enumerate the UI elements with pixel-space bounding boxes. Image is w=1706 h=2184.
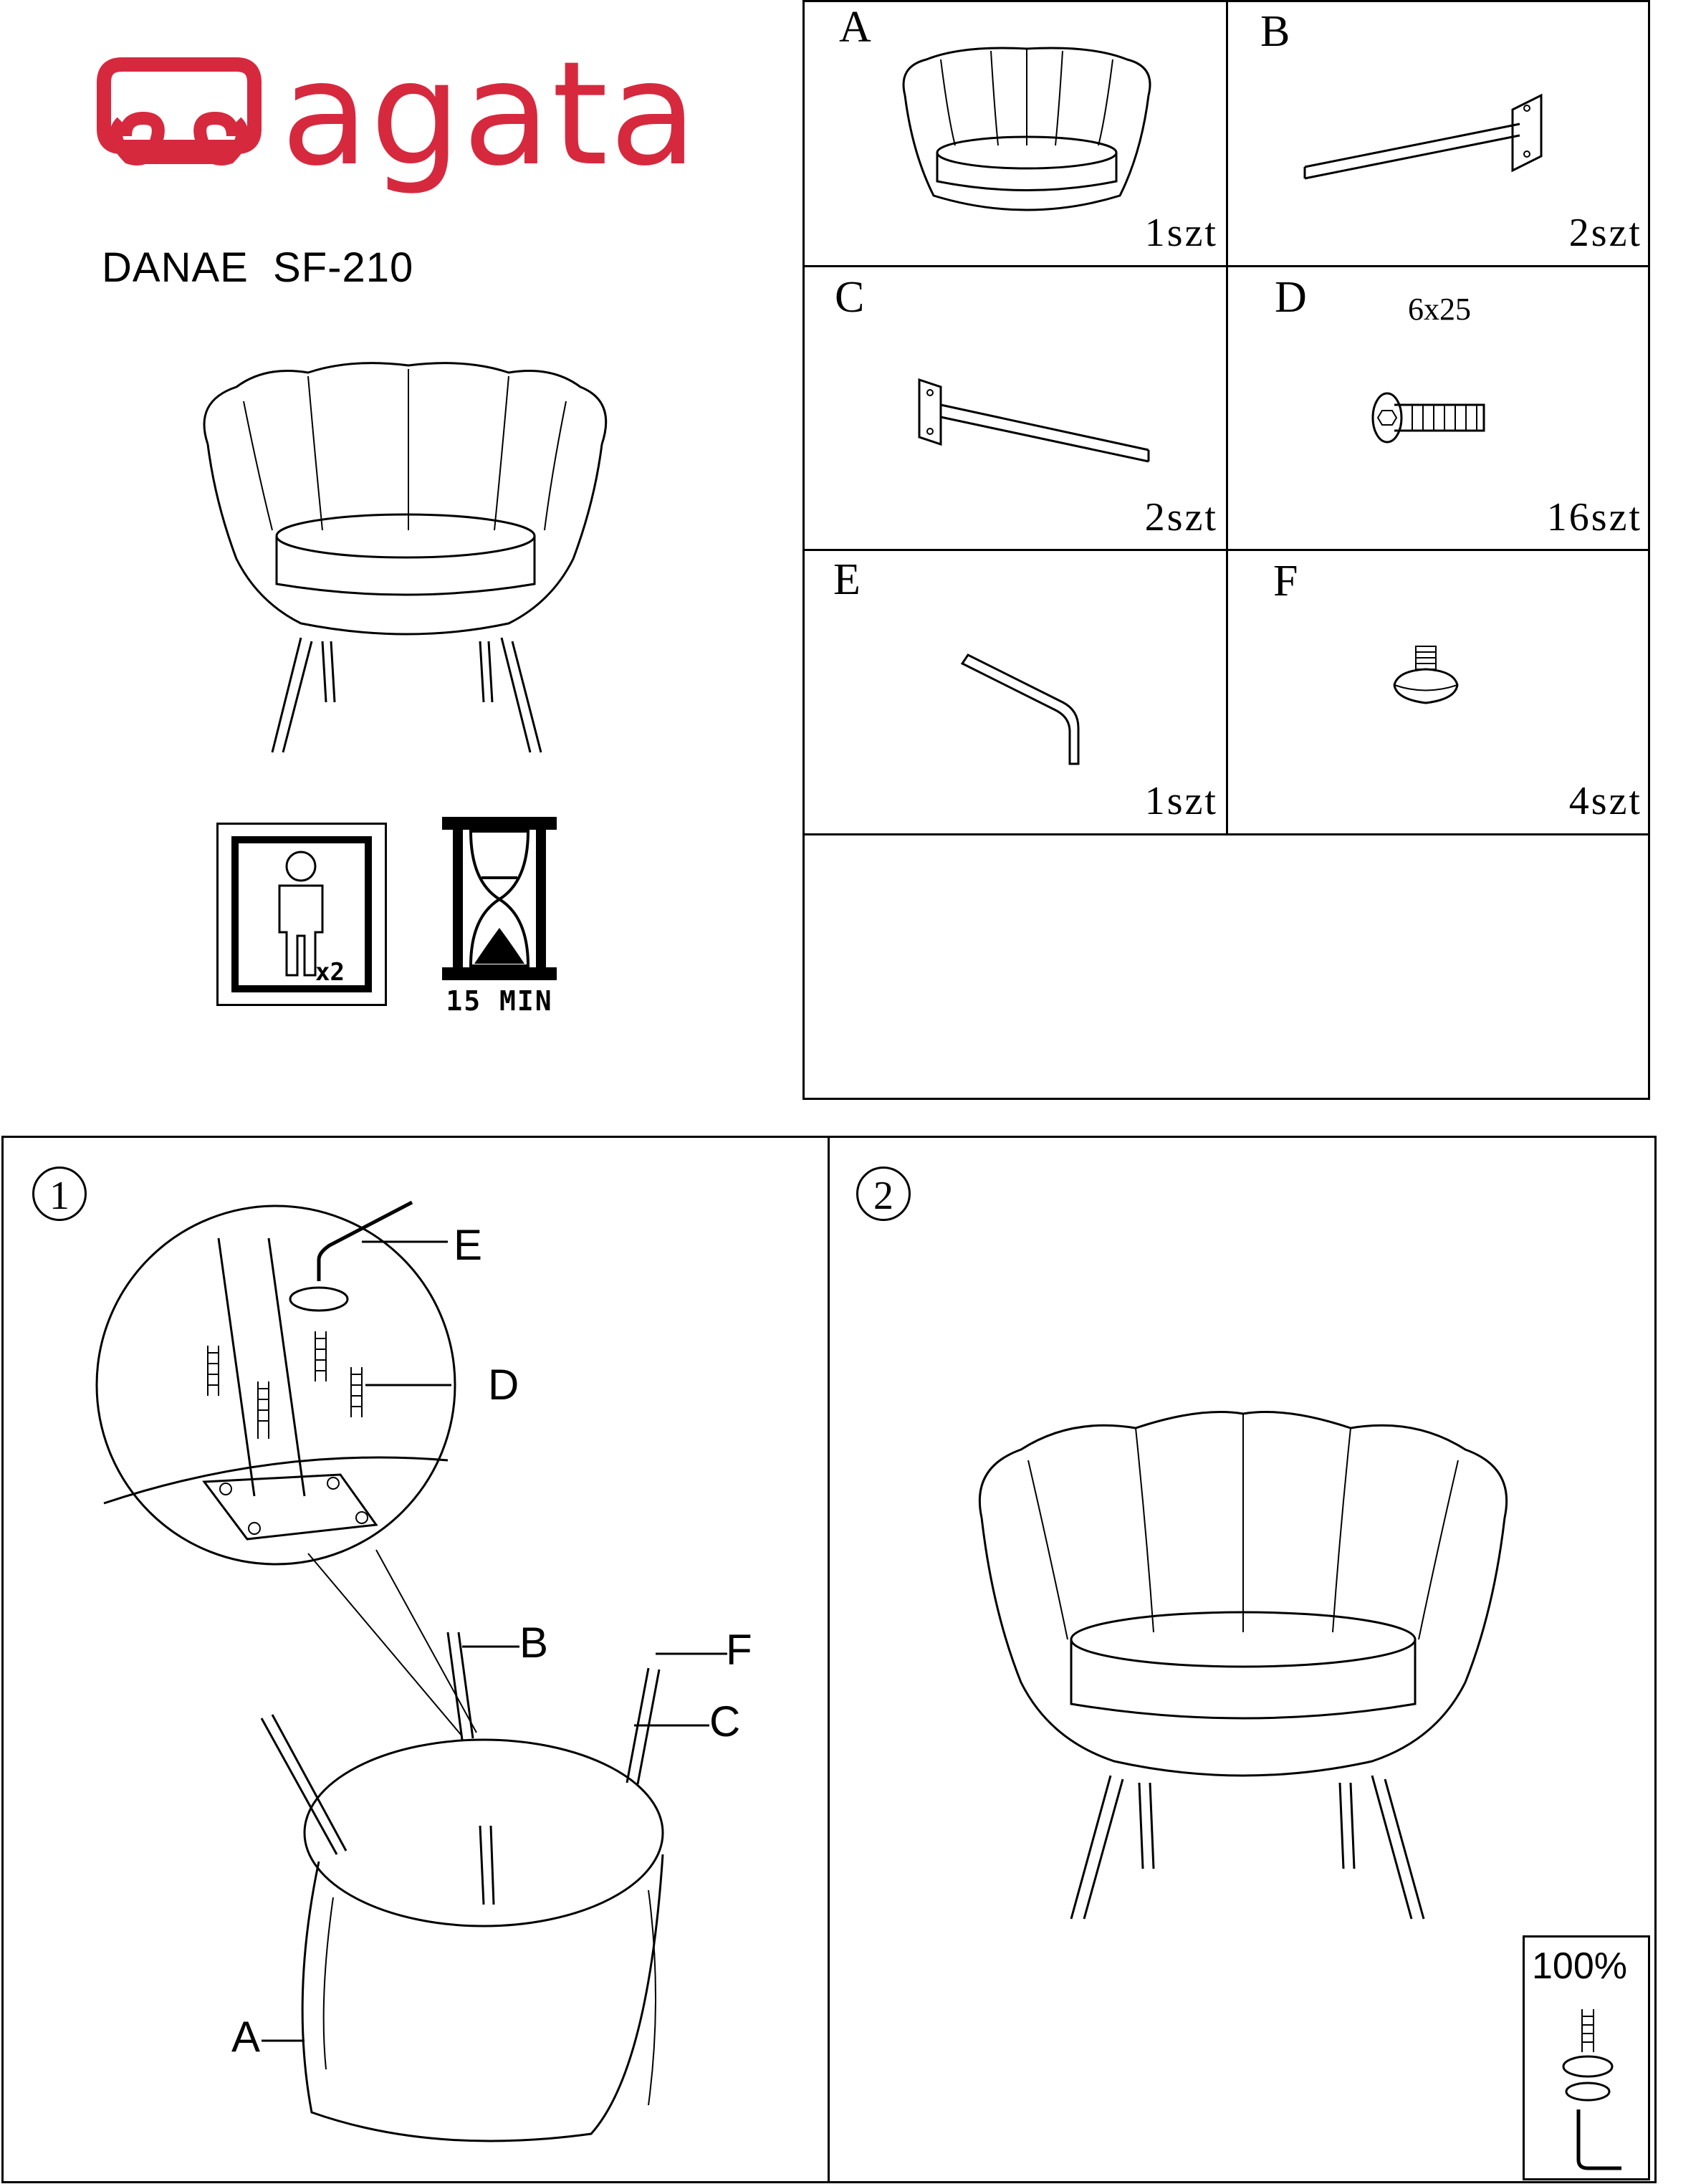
part-qty: 4szt [1568,779,1642,823]
screw-size: 6x25 [1408,292,1471,327]
step-1-diagram [95,1200,727,2142]
part-cell-a: A 1szt [805,2,1224,263]
part-cell-c: C 2szt [805,265,1224,547]
part-qty: 16szt [1546,495,1642,540]
part-letter: D [1275,273,1307,322]
part-qty: 1szt [1144,211,1218,255]
callout-e: E [454,1221,483,1269]
brand-name: agata [281,31,699,198]
assembled-chair [978,1411,1508,1920]
time-label: 15 MIN [446,985,553,1017]
chair-body-icon [902,47,1151,211]
brand-logo: agata [93,29,697,244]
rotate-arrow-icon [1562,2055,1614,2102]
screw-icon [1371,392,1485,444]
callout-f: F [726,1626,752,1674]
part-letter: C [835,273,865,322]
part-cell-e: E 1szt [805,549,1224,831]
callout-a: A [231,2013,261,2061]
tighten-box: 100% [1523,1935,1650,2180]
leg-c-icon [918,378,1150,463]
part-qty: 1szt [1144,779,1218,823]
hourglass-icon: 15 MIN [439,813,560,1017]
step-number: 1 [32,1167,87,1221]
part-letter: A [839,3,871,52]
sofa-logo-icon [97,57,262,166]
callout-c: C [709,1697,741,1745]
part-qty: 2szt [1144,495,1218,540]
product-model: DANAE SF-210 [102,244,414,291]
allen-key-icon [1576,2109,1621,2170]
part-cell-d: D 6x25 16szt [1226,265,1648,547]
part-qty: 2szt [1568,211,1642,255]
part-cell-f: F 4szt [1226,549,1648,831]
step-2: 2 100% [828,1138,1654,2181]
step-number: 2 [856,1167,911,1221]
parts-table [802,0,1650,1100]
persons-count: x2 [315,958,345,987]
leg-b-icon [1303,93,1543,180]
step-1: 1 [4,1138,825,2181]
foot-glide-icon [1393,646,1459,704]
part-letter: F [1273,557,1298,605]
two-persons-icon: x2 [216,823,387,1006]
callout-b: B [519,1619,549,1667]
screw-icon [1581,2009,1594,2052]
part-letter: B [1260,7,1290,56]
part-cell-b: B 2szt [1226,2,1648,263]
tighten-label: 100% [1532,1945,1627,1987]
part-letter: E [833,555,861,604]
allen-key-icon [960,653,1080,765]
chair-illustration [203,362,608,753]
callout-d: D [488,1361,519,1409]
steps-panel [1,1136,1657,2183]
